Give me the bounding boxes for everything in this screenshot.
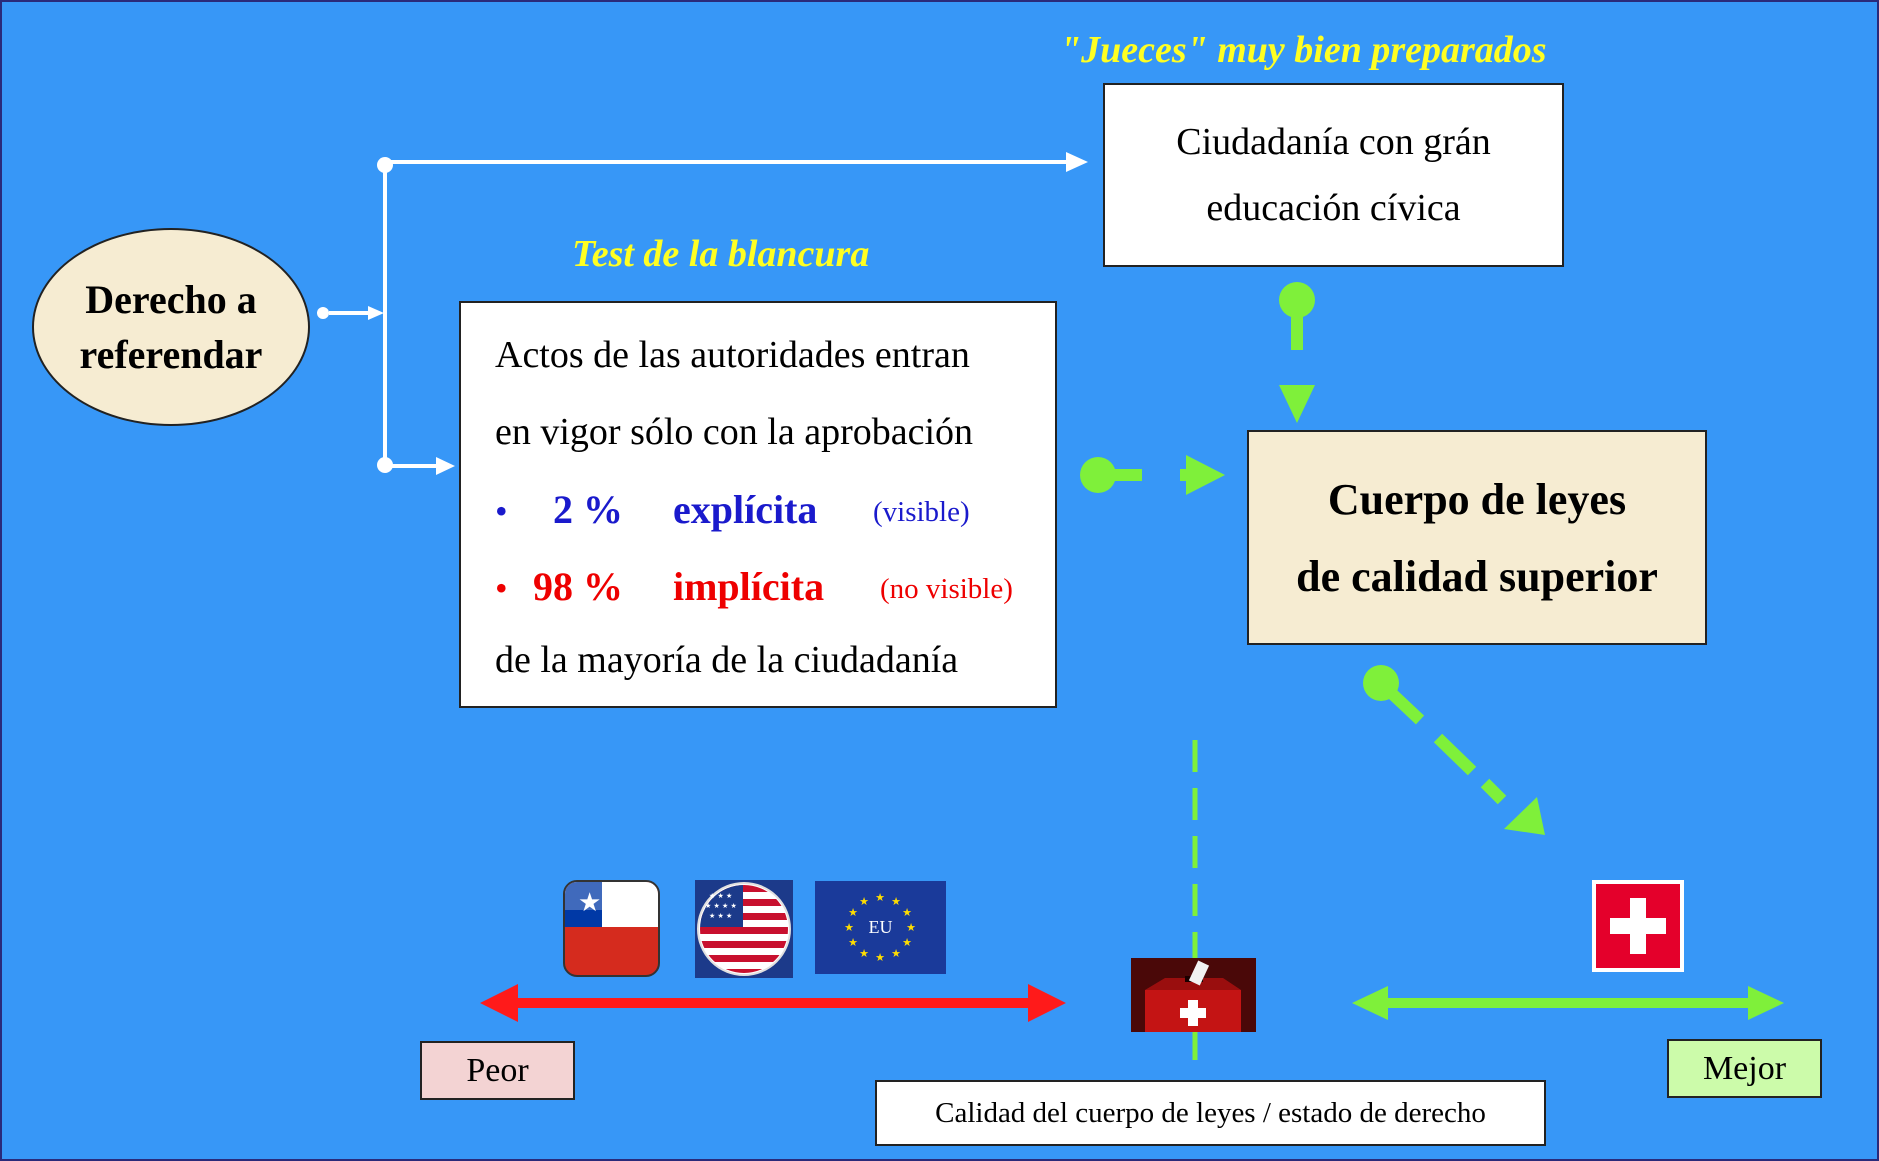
ballot-box-icon [1131, 958, 1256, 1032]
axis-label: Calidad del cuerpo de leyes / estado de … [935, 1096, 1486, 1129]
svg-text:★: ★ [902, 906, 912, 919]
green-connector-diagonal [1363, 665, 1545, 835]
svg-text:★: ★ [848, 936, 858, 949]
better-arrow [1352, 986, 1784, 1020]
svg-text:★: ★ [859, 895, 869, 908]
svg-text:★: ★ [891, 895, 901, 908]
civic-line2: educación cívica [1206, 187, 1461, 229]
acts-line1: Actos de las autoridades entran [495, 334, 970, 376]
acts-box: Actos de las autoridades entran en vigor… [459, 301, 1057, 708]
civic-box: Ciudadanía con grán educación cívica [1103, 83, 1564, 267]
eu-flag-icon: ★ ★ ★ ★ ★ ★ ★ ★ ★ ★ ★ ★ EU [815, 881, 946, 974]
svg-text:★ ★ ★ ★: ★ ★ ★ ★ [705, 902, 737, 910]
bullet-implicit-word: implícita [673, 564, 825, 609]
top-label: "Jueces" muy bien preparados [1060, 29, 1547, 71]
bullet-implicit-dot: • [495, 568, 508, 608]
chile-flag-icon: ★ [563, 880, 660, 977]
test-label: Test de la blancura [572, 233, 870, 275]
svg-text:★: ★ [848, 906, 858, 919]
svg-text:★: ★ [902, 936, 912, 949]
acts-line2: en vigor sólo con la aprobación [495, 411, 974, 453]
worse-text: Peor [466, 1051, 529, 1089]
laws-box: Cuerpo de leyes de calidad superior [1247, 430, 1707, 645]
laws-line1: Cuerpo de leyes [1327, 474, 1627, 524]
referendum-line1: Derecho a [85, 277, 257, 322]
bullet-explicit-percent: 2 % [553, 487, 623, 532]
svg-text:★: ★ [891, 947, 901, 960]
svg-text:★ ★ ★: ★ ★ ★ [709, 892, 732, 900]
svg-text:★: ★ [844, 921, 854, 934]
svg-text:★ ★ ★: ★ ★ ★ [709, 912, 732, 920]
white-connector [317, 152, 1088, 475]
worse-arrow [480, 984, 1066, 1022]
referendum-ellipse: Derecho a referendar [32, 228, 310, 426]
svg-text:★: ★ [906, 921, 916, 934]
green-connector-acts [1080, 455, 1225, 495]
svg-text:★: ★ [859, 947, 869, 960]
bullet-explicit-note: (visible) [873, 496, 970, 528]
laws-line2: de calidad superior [1296, 551, 1658, 601]
svg-text:★: ★ [875, 891, 885, 904]
acts-line3: de la mayoría de la ciudadanía [495, 639, 959, 681]
axis-label-box: Calidad del cuerpo de leyes / estado de … [875, 1080, 1546, 1146]
bullet-implicit-note: (no visible) [880, 573, 1013, 605]
usa-flag-icon: ★ ★ ★ ★ ★ ★ ★ ★ ★ ★ [695, 880, 793, 978]
bullet-explicit-word: explícita [673, 487, 818, 532]
bullet-explicit-dot: • [495, 491, 508, 531]
green-connector-civic [1279, 282, 1315, 423]
better-label: Mejor [1667, 1039, 1822, 1098]
worse-label: Peor [420, 1041, 575, 1100]
referendum-line2: referendar [79, 332, 263, 377]
civic-line1: Ciudadanía con grán [1176, 121, 1491, 163]
bullet-implicit-percent: 98 % [533, 564, 623, 609]
eu-flag-text: EU [868, 917, 893, 937]
switzerland-flag-icon [1592, 880, 1684, 972]
better-text: Mejor [1702, 1049, 1787, 1087]
svg-text:★: ★ [875, 951, 885, 964]
